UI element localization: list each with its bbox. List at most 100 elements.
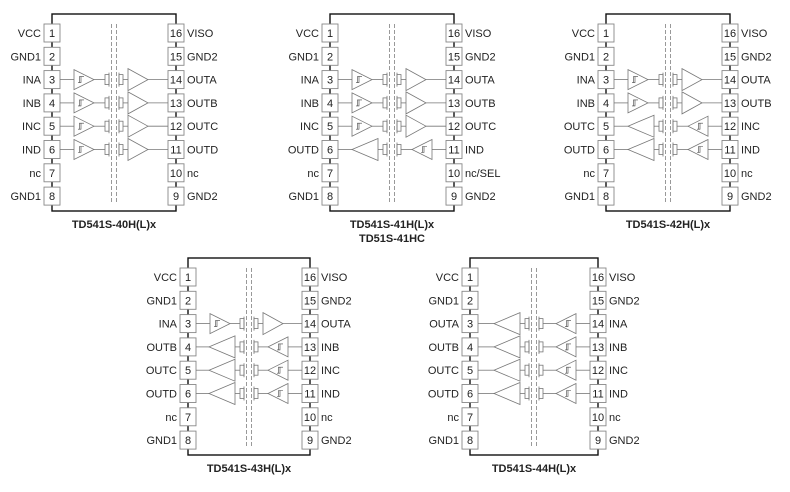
- pin-label: GND2: [321, 295, 352, 307]
- pin-label: VISO: [187, 28, 214, 40]
- channel-d: [338, 137, 446, 162]
- pin-box: [43, 186, 61, 206]
- output-driver-triangle: [626, 137, 655, 162]
- pin-number: 15: [448, 51, 460, 63]
- output-driver-triangle: [681, 91, 703, 115]
- pin-number: 2: [603, 51, 609, 63]
- pin-box: [597, 46, 615, 66]
- pin-number: 2: [49, 51, 55, 63]
- schmitt-trigger-icon: [632, 76, 638, 83]
- channel-b: [60, 91, 168, 115]
- pin-number: 2: [467, 295, 473, 307]
- pin-box: [179, 290, 197, 310]
- pin-number: 11: [170, 145, 181, 157]
- capacitor-plate: [396, 74, 402, 85]
- output-driver-triangle: [405, 91, 427, 115]
- channel-c: [196, 358, 302, 382]
- pin-box: [721, 186, 739, 206]
- pin-box: [321, 163, 339, 183]
- chip-part-number: TD541S-44H(L)x: [492, 463, 577, 475]
- output-driver-triangle: [492, 311, 521, 336]
- pin-label: INA: [577, 75, 596, 87]
- pin-label: INA: [159, 319, 178, 331]
- capacitor-plate: [672, 74, 678, 85]
- pin-number: 11: [304, 389, 315, 401]
- pin-label: INB: [609, 342, 627, 354]
- pin-box: [589, 267, 607, 287]
- schmitt-trigger-icon: [565, 390, 571, 397]
- pin-label: nc: [447, 412, 459, 424]
- pin-13: 13 INB: [589, 337, 627, 357]
- capacitor-plate: [524, 364, 530, 376]
- capacitor-plate: [104, 97, 110, 109]
- pin-number: 13: [592, 342, 604, 354]
- pin-label: GND2: [465, 51, 496, 63]
- capacitor-plate: [118, 120, 124, 132]
- pin-number: 11: [724, 145, 735, 157]
- capacitor-plate: [253, 318, 259, 330]
- pin-label: IND: [22, 145, 41, 157]
- input-buffer-triangle: [267, 359, 289, 381]
- pin-label: GND1: [428, 435, 459, 447]
- pin-number: 14: [170, 75, 182, 87]
- chip-part-number: TD541S-40H(L)x: [72, 219, 157, 231]
- output-driver-triangle: [626, 114, 655, 138]
- pin-label: INA: [301, 75, 320, 87]
- capacitor-plate: [658, 144, 664, 155]
- pin-box: [301, 430, 319, 450]
- pin-label: OUTC: [465, 121, 496, 133]
- pin-number: 14: [592, 319, 604, 331]
- schmitt-trigger-icon: [214, 320, 220, 327]
- pin-number: 3: [603, 75, 609, 87]
- input-buffer-triangle: [73, 138, 95, 161]
- pin-7: 7nc: [447, 407, 479, 427]
- pin-label: GND2: [321, 435, 352, 447]
- schmitt-trigger-icon: [78, 122, 84, 130]
- pin-label: INC: [300, 121, 319, 133]
- pin-number: 8: [185, 435, 191, 447]
- capacitor-plate: [118, 74, 124, 85]
- channel-c: [478, 358, 590, 382]
- schmitt-trigger-icon: [78, 146, 84, 153]
- pin-3: 3 INA: [577, 70, 615, 90]
- pin-box: [589, 430, 607, 450]
- input-buffer-triangle: [267, 336, 289, 358]
- pin-label: nc: [741, 168, 753, 180]
- capacitor-plate: [382, 144, 388, 155]
- pin-label: IND: [465, 145, 484, 157]
- capacitor-plate: [239, 364, 245, 376]
- pin-number: 5: [467, 365, 473, 377]
- input-buffer-triangle: [687, 138, 709, 161]
- channel-c: [60, 114, 168, 138]
- pin-number: 8: [327, 191, 333, 203]
- chip-body-outline: [329, 13, 455, 212]
- pin-label: OUTC: [146, 365, 177, 377]
- schmitt-trigger-icon: [277, 390, 283, 397]
- pin-label: GND1: [288, 191, 319, 203]
- pin-box: [461, 407, 479, 427]
- pin-number: 10: [304, 412, 316, 424]
- pin-label: VCC: [296, 28, 319, 40]
- pin-box: [179, 430, 197, 450]
- pin-label: OUTA: [429, 319, 459, 331]
- pin-box: [589, 407, 607, 427]
